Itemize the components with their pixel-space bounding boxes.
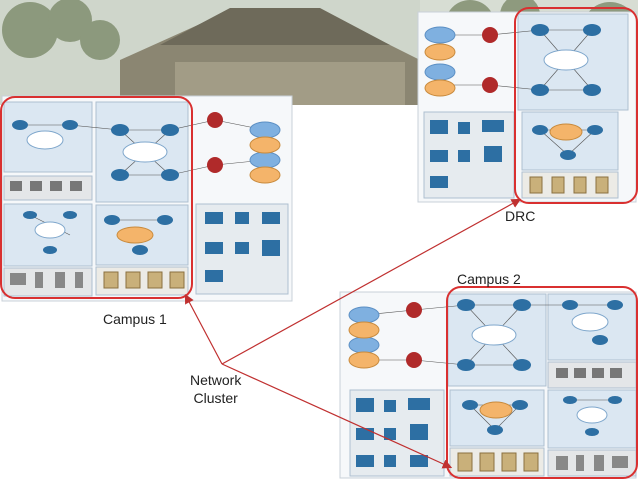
campus2-highlight-frame — [446, 286, 638, 479]
network-cluster-line2: Cluster — [193, 390, 238, 406]
arrow-to-drc — [221, 198, 522, 365]
arrow-to-campus1 — [184, 293, 223, 365]
campus1-highlight-frame — [0, 96, 193, 299]
arrow-to-campus2 — [221, 363, 453, 469]
network-cluster-label: Network Cluster — [190, 371, 241, 407]
network-cluster-line1: Network — [190, 372, 242, 388]
campus2-diagram — [339, 291, 637, 479]
campus1-diagram — [1, 95, 293, 302]
drc-diagram — [417, 11, 637, 203]
drc-highlight-frame — [514, 7, 638, 204]
campus1-label: Campus 1 — [103, 311, 167, 327]
campus2-label: Campus 2 — [457, 271, 521, 287]
drc-label: DRC — [505, 208, 536, 224]
